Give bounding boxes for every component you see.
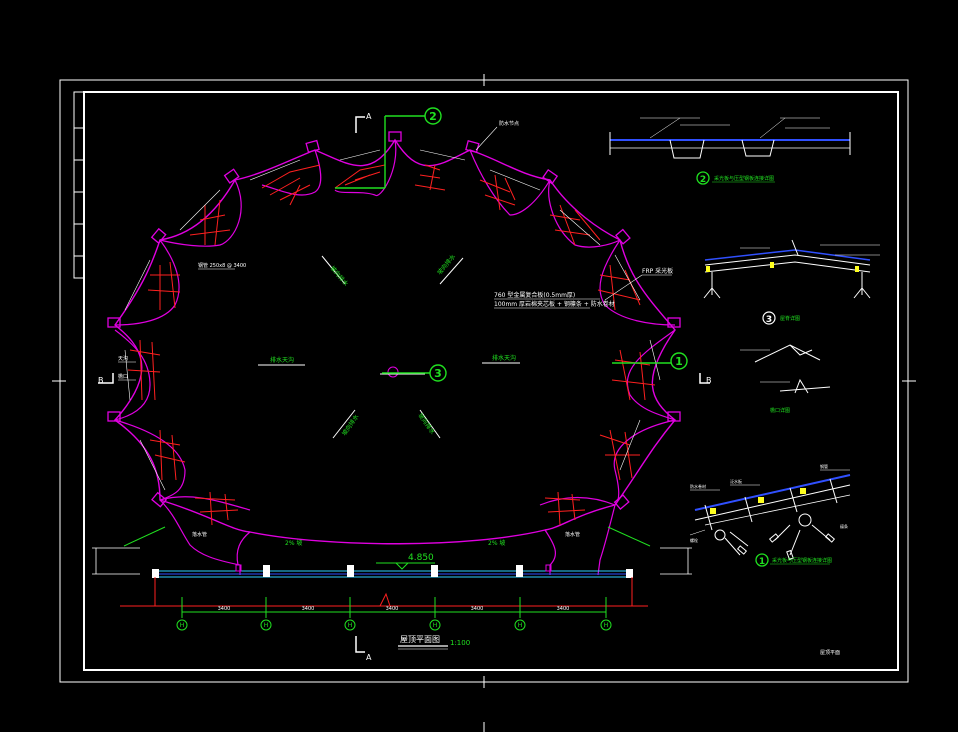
inner-frame xyxy=(83,91,899,671)
frp-note: FRP 采光板 xyxy=(642,267,673,275)
elevation-mark: 4.850 xyxy=(376,553,435,570)
section-b-right-label: B xyxy=(706,376,712,385)
grid-bubble-5: H xyxy=(518,622,523,629)
petal-ribs xyxy=(124,149,661,491)
dim-2: 3400 xyxy=(302,606,315,612)
main-note-1: 760 型金属复合板(0.5mm厚) xyxy=(494,291,575,299)
slope-lines xyxy=(258,255,520,439)
detail-1-tag-2: 泛水板 xyxy=(730,478,742,484)
title-block-label: 屋顶平面 xyxy=(820,650,840,656)
slope-label-2: 坡向排水 xyxy=(435,253,457,277)
grid-bubble-2: H xyxy=(264,622,269,629)
detail-1-title: 采光板与压型钢板连接详图 xyxy=(772,557,832,564)
gutter-label-left: 排水天沟 xyxy=(270,356,294,364)
detail-3-num: 3 xyxy=(766,315,772,325)
grid-bubble-labels: H H H H H H xyxy=(180,622,609,629)
plan-title-text: 屋顶平面图 xyxy=(400,635,440,644)
red-hatching xyxy=(127,164,656,526)
top-right-tag: 防水节点 xyxy=(499,120,519,127)
left-note: 钢管 250x8 @ 3400 xyxy=(198,262,246,269)
left-tag-1: 天沟 xyxy=(118,355,128,362)
elevation-value: 4.850 xyxy=(408,553,434,563)
detail-1-tag-4: 螺栓 xyxy=(690,537,698,543)
dim-4: 3400 xyxy=(471,606,484,612)
detail-1-tag-3: 钢管 xyxy=(820,463,828,469)
column-caps xyxy=(107,131,681,510)
section-b-left-label: B xyxy=(98,376,104,385)
green-leaders xyxy=(123,526,651,547)
detail-2-title: 采光板与压型钢板连接详图 xyxy=(714,175,774,182)
detail-3: 3 屋脊详图 檐口详图 xyxy=(703,239,880,414)
slope-label-4: 坡向排水 xyxy=(416,412,436,436)
center-drain-mark xyxy=(387,366,399,378)
callout-3-label: 3 xyxy=(434,367,442,380)
detail-1-tag-5: 檩条 xyxy=(840,523,848,529)
left-tag-2: 檐口 xyxy=(118,373,128,380)
dim-5: 3400 xyxy=(557,606,570,612)
grid-bubble-3: H xyxy=(348,622,353,629)
roof-outline xyxy=(113,138,676,545)
grid-bubble-1: H xyxy=(180,622,185,629)
callouts xyxy=(335,107,688,382)
callout-1-label: 1 xyxy=(675,355,683,368)
gutter-label-right: 排水天沟 xyxy=(492,354,516,362)
grid-bubble-4: H xyxy=(433,622,438,629)
detail-3-title: 屋脊详图 xyxy=(780,315,800,322)
grid-bubble-6: H xyxy=(604,622,609,629)
bottom-right-tag: 落水管 xyxy=(565,531,580,538)
bottom-left-tag: 落水管 xyxy=(192,531,207,538)
pct-label-right: 2% 坡 xyxy=(488,539,505,547)
dim-3: 3400 xyxy=(386,606,399,612)
pct-label-left: 2% 坡 xyxy=(285,539,302,547)
section-marker-a-bottom xyxy=(355,636,365,653)
section-a-top-label: A xyxy=(366,112,372,121)
detail-1-num: 1 xyxy=(759,557,765,567)
eave-base xyxy=(120,564,648,607)
leader-lines xyxy=(118,126,672,381)
left-revision-strip xyxy=(73,91,85,279)
slope-label-1: 坡向排水 xyxy=(328,264,350,288)
detail-2-num: 2 xyxy=(700,175,706,185)
roof-petals xyxy=(114,139,676,506)
section-a-bottom-label: A xyxy=(366,653,372,662)
outer-frame xyxy=(59,79,909,683)
dim-1: 3400 xyxy=(218,606,231,612)
detail-1: 1 采光板与压型钢板连接详图 xyxy=(689,469,851,567)
callout-2-label: 2 xyxy=(429,110,437,123)
dimension-line xyxy=(176,597,612,631)
side-height-dims xyxy=(92,547,692,575)
section-marker-a-top xyxy=(355,116,365,133)
detail-2: 2 采光板与压型钢板连接详图 xyxy=(609,117,851,185)
dim-values: 3400 3400 3400 3400 3400 xyxy=(218,606,570,612)
detail-1-tag-1: 防水卷材 xyxy=(690,483,706,489)
section-letters: A A B B xyxy=(98,112,712,662)
plan-title: 屋顶平面图 1:100 xyxy=(398,635,470,650)
detail-3-sub: 檐口详图 xyxy=(770,407,790,414)
section-marker-b xyxy=(98,373,710,384)
main-note-2: 100mm 厚岩棉夹芯板 + 钢檩条 + 防水卷材 xyxy=(494,300,615,308)
plan-scale: 1:100 xyxy=(450,639,470,647)
detail-1-tags: 防水卷材 泛水板 钢管 螺栓 檩条 xyxy=(690,463,848,543)
